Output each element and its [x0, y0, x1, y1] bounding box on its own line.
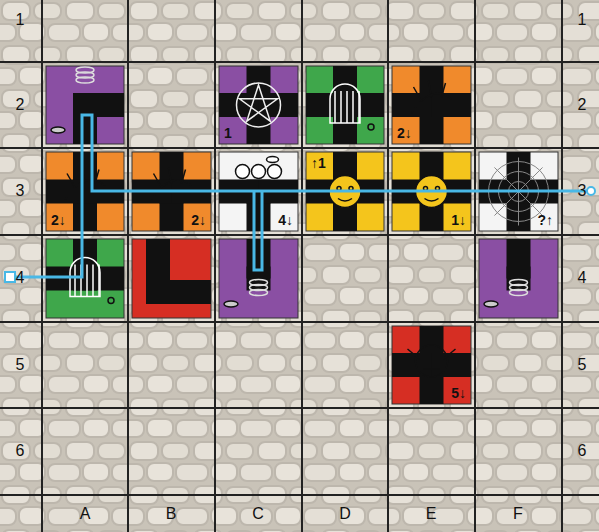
grid-line: [0, 61, 599, 63]
column-label: A: [80, 506, 91, 522]
tile-cost: 1↓: [449, 212, 468, 228]
dungeon-tile: [479, 239, 558, 318]
grid-line: [561, 0, 563, 532]
tile-icon: [65, 168, 105, 200]
row-label: 1: [16, 12, 25, 28]
column-label: D: [339, 506, 351, 522]
tile-cost-box: 4↓: [219, 152, 298, 231]
row-label: 5: [16, 357, 25, 373]
grid-line: [0, 147, 599, 149]
grid-line: [0, 494, 599, 496]
grid-line: [0, 321, 599, 323]
grid-line: [474, 0, 476, 532]
tile-icon: [152, 168, 192, 200]
grid-line: [127, 0, 129, 532]
hero-path: [12, 115, 590, 277]
tile-icon: [412, 81, 452, 113]
row-label: 6: [578, 443, 587, 459]
dungeon-tile: [132, 239, 211, 318]
column-label: F: [513, 506, 523, 522]
dungeon-tile: [392, 326, 471, 404]
grid-line: [387, 0, 389, 532]
grid-line: [41, 0, 43, 532]
row-label: 5: [578, 357, 587, 373]
grid-line: [0, 234, 599, 236]
tile-cost: 2↓: [189, 212, 208, 228]
path-end: [587, 187, 595, 195]
hero-path: [254, 191, 262, 270]
tile-icon: [330, 84, 374, 130]
dungeon-tile: [306, 66, 384, 144]
tile-cost: 1: [222, 125, 234, 141]
tile-icon: [408, 345, 456, 377]
grid-line: [214, 0, 216, 532]
row-label: 2: [578, 97, 587, 113]
row-label: 4: [16, 270, 25, 286]
row-label: 1: [578, 12, 587, 28]
tile-icon: [70, 258, 114, 304]
row-label: 4: [578, 270, 587, 286]
tile-cost: 2↓: [395, 125, 414, 141]
tile-icon: [237, 83, 281, 127]
dungeon-tile: [392, 66, 471, 144]
dungeon-tile: [219, 239, 298, 318]
tile-cost-box: 1: [219, 66, 298, 144]
dungeon-tile: [219, 66, 298, 144]
tile-cost: 4↓: [276, 212, 295, 228]
grid-line: [301, 0, 303, 532]
tile-cost: 5↓: [449, 385, 468, 401]
tile-icon: [484, 280, 528, 308]
tile-cost: 2↓: [49, 212, 68, 228]
tile-icon: [51, 67, 94, 133]
path-start: [5, 272, 15, 282]
tile-cost: ↑1: [309, 155, 328, 171]
tile-cost-box: 5↓: [392, 326, 471, 404]
column-label: E: [426, 506, 437, 522]
column-label: B: [166, 506, 177, 522]
tile-cost-box: ?↑: [479, 152, 558, 231]
tile-icon: [224, 280, 268, 308]
tile-icon: [236, 157, 282, 179]
tile-cost-box: 2↓: [132, 152, 211, 231]
tile-cost-box: ↑1: [306, 152, 384, 231]
tile-cost-box: 1↓: [392, 152, 471, 231]
tile-cost-box: 2↓: [46, 152, 124, 231]
tile-cost-box: 2↓: [392, 66, 471, 144]
row-label: 6: [16, 443, 25, 459]
column-label: C: [252, 506, 264, 522]
row-label: 2: [16, 97, 25, 113]
row-label: 3: [16, 183, 25, 199]
dungeon-tile: [46, 66, 124, 144]
tile-cost: ?↑: [535, 212, 555, 228]
row-label: 3: [578, 183, 587, 199]
grid-line: [0, 407, 599, 409]
